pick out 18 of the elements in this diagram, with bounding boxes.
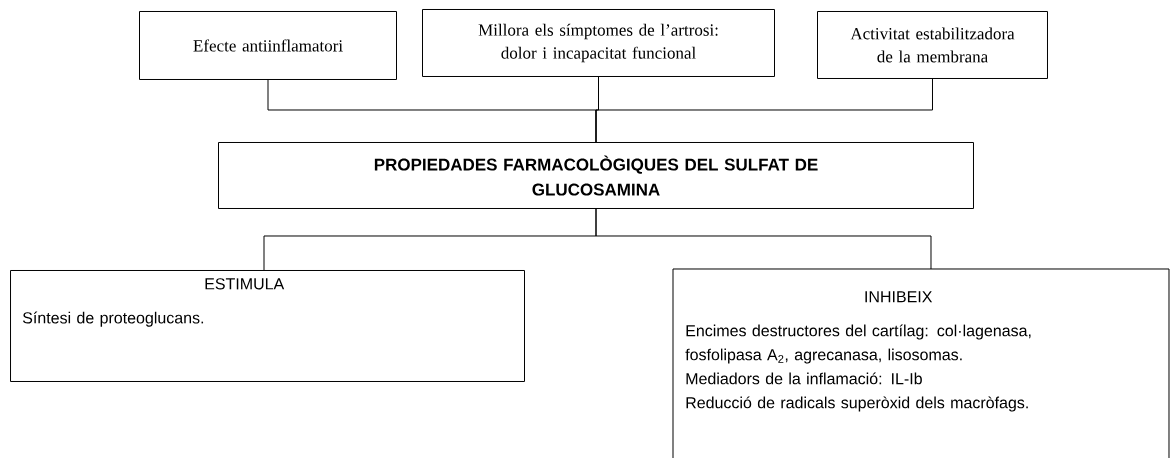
heading-text: INHIBEIX [865, 291, 933, 303]
title-box [218, 142, 974, 209]
box-text: Efecte antiinflamatori [193, 39, 343, 52]
text-box [10, 270, 525, 382]
text-box [422, 9, 775, 77]
body-text: Síntesi de proteoglucans. [22, 311, 204, 327]
connector-line [595, 208, 932, 270]
heading-text: ESTIMULA [205, 278, 285, 290]
text-box [139, 11, 397, 80]
body-text: Reducció de radicals superòxid dels macròfags. [686, 396, 1028, 412]
connector-line [595, 78, 933, 143]
box-text: Activitat estabilitzadora de la membrana [850, 27, 1015, 63]
box-text: Millora els símptomes de l’artrosi: dolor i incapacitat funcional [478, 23, 718, 63]
text-box [817, 11, 1048, 79]
body-text: Encimes destructores del cartílag: col·lagenasa, fosfolipasa A$_{2}$, agrecanasa, lisosomas. [685, 324, 1031, 364]
title-text: PROPIEDADES FARMACOLÒGIQUES DEL SULFAT DE GLUCOSAMINA [374, 155, 818, 196]
body-text: Mediadors de la inflamació: IL-Ib [686, 372, 922, 385]
text-box [672, 268, 1170, 458]
